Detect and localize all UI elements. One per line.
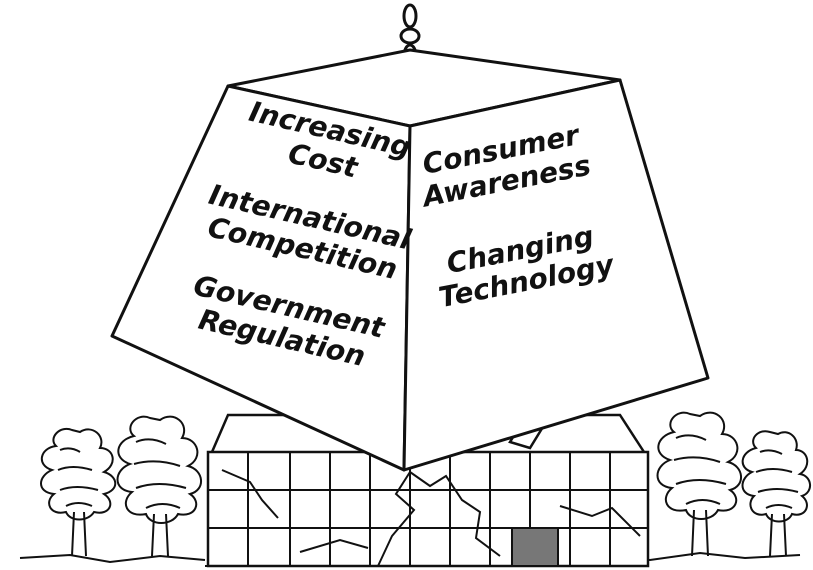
- building-door: [511, 527, 559, 567]
- tree-far-right: [741, 430, 811, 557]
- tree-far-left: [40, 427, 117, 557]
- tree-left: [116, 415, 202, 557]
- tree-right: [656, 411, 742, 557]
- weight-block: [110, 48, 710, 472]
- building-cracks: [221, 469, 641, 567]
